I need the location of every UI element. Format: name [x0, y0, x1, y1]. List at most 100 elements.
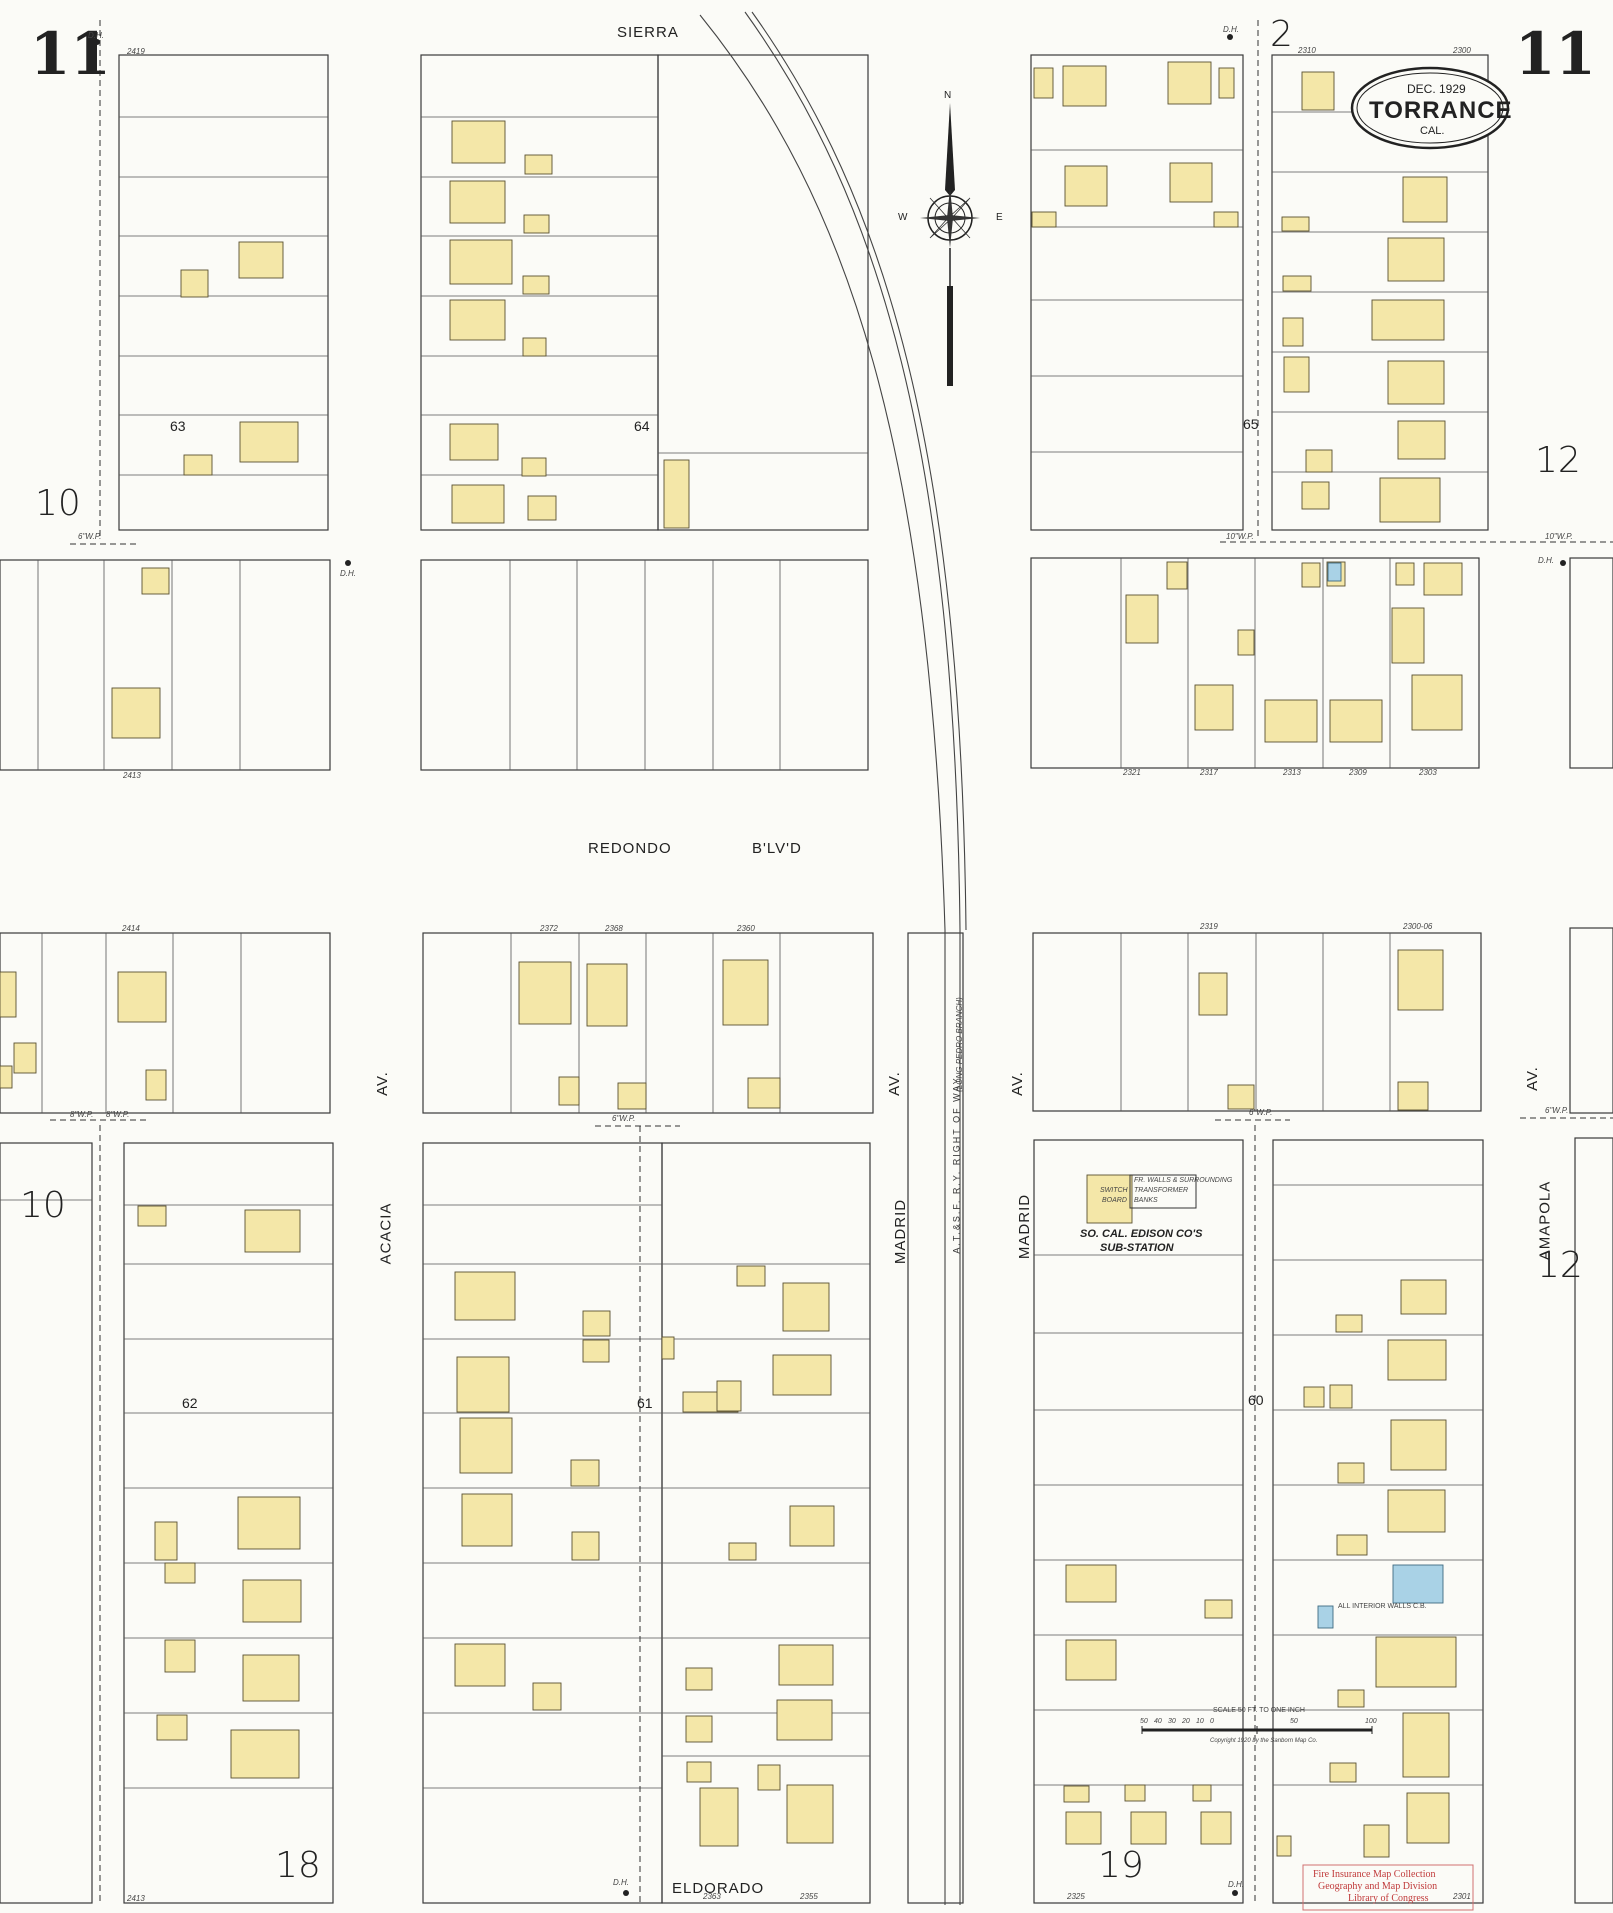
address-number: 2419: [127, 47, 145, 56]
dwelling: [244, 1209, 301, 1253]
auto-shed: [558, 1076, 580, 1106]
store-edge: [0, 971, 17, 1018]
hydrant-icon: [1560, 560, 1566, 566]
dwelling: [1387, 1489, 1446, 1533]
address-number: 2321: [1123, 768, 1141, 777]
hydrant-label: D.H.: [1538, 556, 1554, 565]
block-row3-a: [0, 932, 331, 1114]
compass-e: E: [996, 212, 1003, 223]
auto-shed: [661, 1336, 675, 1360]
auto-shed: [685, 1715, 713, 1743]
street-sierra: SIERRA: [617, 24, 679, 41]
block-65: [1271, 54, 1489, 531]
street-eldorado: ELDORADO: [672, 1880, 765, 1897]
auto-shed: [1166, 561, 1188, 590]
hydrant-icon-group: [94, 34, 1566, 1896]
street-amapola-av: AV.: [1523, 1066, 1541, 1091]
stamp-line3: Library of Congress: [1348, 1893, 1429, 1904]
block-61: [661, 1142, 871, 1904]
auto-shed: [1276, 1835, 1292, 1857]
dwelling: [1065, 1811, 1102, 1845]
dwelling: [1301, 71, 1335, 111]
pipe-label: 6"W.P.: [612, 1114, 636, 1123]
adjoining-sheet-bottom-left: 18: [275, 1845, 321, 1886]
auto-shed: [154, 1521, 178, 1561]
library-stamp: [1302, 1864, 1474, 1911]
address-number: 2413: [127, 1894, 145, 1903]
dwelling: [239, 421, 299, 463]
scale-tick-20: 20: [1182, 1718, 1190, 1725]
dwelling: [699, 1787, 739, 1847]
dwelling: [237, 1496, 301, 1550]
auto-shed: [532, 1682, 562, 1711]
auto-shed: [1305, 449, 1333, 473]
block-rr-strip: [907, 932, 964, 1904]
hydrant-label: D.H.: [340, 569, 356, 578]
edison-switch: SWITCH: [1100, 1187, 1128, 1194]
railroad-branch: (LONG PEDRO BRANCH): [954, 997, 964, 1092]
sheet-number-left: 11: [30, 20, 111, 88]
concrete-shed: [1327, 562, 1342, 582]
edison-note3: BANKS: [1134, 1197, 1158, 1204]
block-row3-c: [1032, 932, 1482, 1112]
auto-shed: [1031, 211, 1057, 228]
frame-buildings: [0, 61, 1463, 1858]
auto-shed: [1335, 1314, 1363, 1333]
hydrant-label: D.H.: [613, 1878, 629, 1887]
auto-shed: [1213, 211, 1239, 228]
auto-shed: [1227, 1084, 1255, 1110]
dwelling: [1375, 1636, 1457, 1688]
dwelling: [1264, 699, 1318, 743]
address-number: 2414: [122, 924, 140, 933]
block-left-edge: [0, 1142, 93, 1904]
auto-shed: [1204, 1599, 1233, 1619]
address-number: 2360: [737, 924, 755, 933]
auto-shed: [1329, 1762, 1357, 1783]
auto-shed: [1395, 562, 1415, 586]
dwelling: [451, 484, 505, 524]
dwelling: [786, 1784, 834, 1844]
adjoining-sheet-top: 2: [1270, 14, 1293, 55]
dwelling: [586, 963, 628, 1027]
auto-shed: [1301, 562, 1321, 588]
adjoining-sheet-right-lower: 12: [1537, 1245, 1583, 1286]
dwelling: [1200, 1811, 1232, 1845]
dwelling: [1329, 699, 1383, 743]
switch-board: [1086, 1174, 1133, 1224]
water-pipes: [50, 20, 1613, 1905]
pipe-label: 10"W.P.: [1545, 532, 1573, 541]
edison-note1: FR. WALLS & SURROUNDING: [1134, 1177, 1233, 1184]
dwelling: [1167, 61, 1212, 105]
auto-shed: [522, 275, 550, 295]
shed: [663, 459, 690, 529]
dwelling: [1406, 1792, 1450, 1844]
pipe-label: 6"W.P.: [78, 532, 102, 541]
auto-shed: [156, 1714, 188, 1741]
auto-shed: [1301, 481, 1330, 510]
dwelling: [1390, 1419, 1447, 1471]
scale-tick-30: 30: [1168, 1718, 1176, 1725]
block-outlines: [0, 54, 1613, 1904]
block-number-61: 61: [637, 1395, 653, 1411]
scale-tick-100: 100: [1365, 1718, 1377, 1725]
edison-substation: [1129, 1174, 1197, 1209]
block-row2-b: [420, 559, 869, 771]
address-number: 2309: [1349, 768, 1367, 777]
scale-tick-40: 40: [1154, 1718, 1162, 1725]
dwelling: [1400, 1279, 1447, 1315]
hydrant-icon: [1227, 34, 1233, 40]
auto-shed: [522, 337, 547, 357]
dwelling: [1371, 299, 1445, 341]
auto-shed: [686, 1761, 712, 1783]
block-right-edge: [1574, 1137, 1613, 1904]
dwelling: [1169, 162, 1213, 203]
stamp-line1: Fire Insurance Map Collection: [1313, 1869, 1436, 1880]
auto-shed: [1063, 1785, 1090, 1803]
auto-shed: [1033, 67, 1054, 99]
auto-shed: [716, 1380, 742, 1412]
dwelling: [778, 1644, 834, 1686]
block-64-east: [657, 54, 869, 531]
auto-shed: [141, 567, 170, 595]
title-cartouche: [1350, 66, 1510, 150]
dwelling: [1062, 65, 1107, 107]
